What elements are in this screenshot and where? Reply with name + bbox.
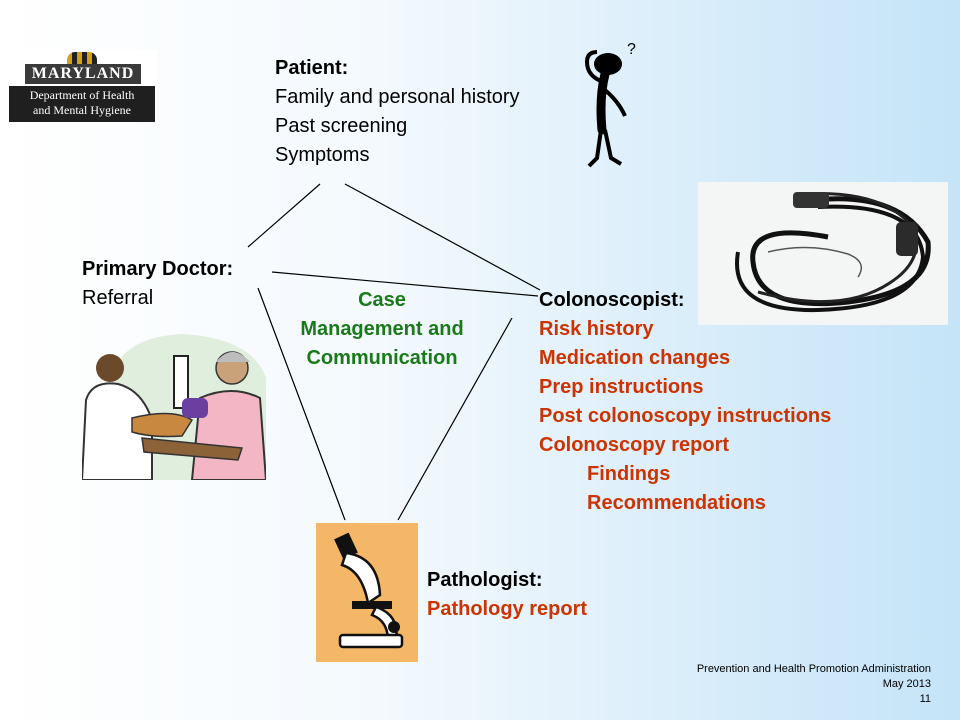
footer-organization: Prevention and Health Promotion Administ…: [696, 663, 931, 675]
pathologist-block: Pathologist: Pathology report: [427, 566, 587, 624]
center-line-2: Management and: [300, 318, 464, 340]
patient-item-3: Symptoms: [275, 144, 370, 166]
doctor-patient-clipart: [80, 328, 268, 481]
primary-doctor-block: Primary Doctor: Referral: [82, 255, 233, 313]
slide-footer: Prevention and Health Promotion Administ…: [697, 662, 931, 707]
endoscope-icon: [735, 192, 931, 313]
line-patient-doctor: [247, 183, 321, 248]
logo-dept-line2: and Mental Hygiene: [33, 103, 131, 117]
center-line-1: Case: [358, 289, 406, 311]
colonoscopist-subitem-2: Recommendations: [587, 492, 766, 514]
flag-icon: [67, 52, 97, 66]
logo-name: MARYLAND: [25, 64, 141, 84]
doctor-patient-icon: [80, 334, 268, 481]
colonoscopist-heading: Colonoscopist:: [539, 289, 685, 311]
primary-doctor-item: Referral: [82, 287, 154, 309]
colonoscopist-subitem-1: Findings: [587, 463, 671, 485]
line-colonoscopist-pathologist: [397, 317, 513, 521]
colonoscopist-block: Colonoscopist: Risk history Medication c…: [539, 286, 831, 518]
center-line-3: Communication: [306, 347, 458, 369]
patient-heading: Patient:: [275, 57, 349, 79]
patient-block: Patient: Family and personal history Pas…: [275, 54, 520, 170]
primary-doctor-heading: Primary Doctor:: [82, 258, 234, 280]
confused-stick-figure-icon: ?: [584, 41, 636, 168]
endoscope-photo: [698, 182, 948, 325]
colonoscopist-item-5: Colonoscopy report: [539, 434, 730, 456]
patient-item-1: Family and personal history: [275, 86, 520, 108]
microscope-icon: [316, 523, 418, 662]
line-patient-colonoscopist: [344, 183, 541, 291]
logo-dept-line1: Department of Health: [29, 88, 135, 102]
svg-text:?: ?: [627, 41, 636, 58]
logo-department: Department of Health and Mental Hygiene: [9, 86, 155, 122]
colonoscopist-item-2: Medication changes: [539, 347, 731, 369]
footer-date: May 2013: [882, 678, 931, 690]
pathologist-heading: Pathologist:: [427, 569, 543, 591]
case-management-label: Case Management and Communication: [280, 286, 484, 373]
colonoscopist-item-3: Prep instructions: [539, 376, 704, 398]
microscope-clipart: [316, 523, 418, 662]
colonoscopist-item-4: Post colonoscopy instructions: [539, 405, 832, 427]
maryland-dhmh-logo: MARYLAND Department of Health and Mental…: [7, 50, 157, 122]
patient-item-2: Past screening: [275, 115, 408, 137]
line-doctor-pathologist: [257, 287, 346, 521]
pathologist-item: Pathology report: [427, 598, 588, 620]
footer-page-number: 11: [919, 693, 931, 705]
colonoscopist-item-1: Risk history: [539, 318, 654, 340]
line-doctor-colonoscopist: [271, 271, 539, 297]
